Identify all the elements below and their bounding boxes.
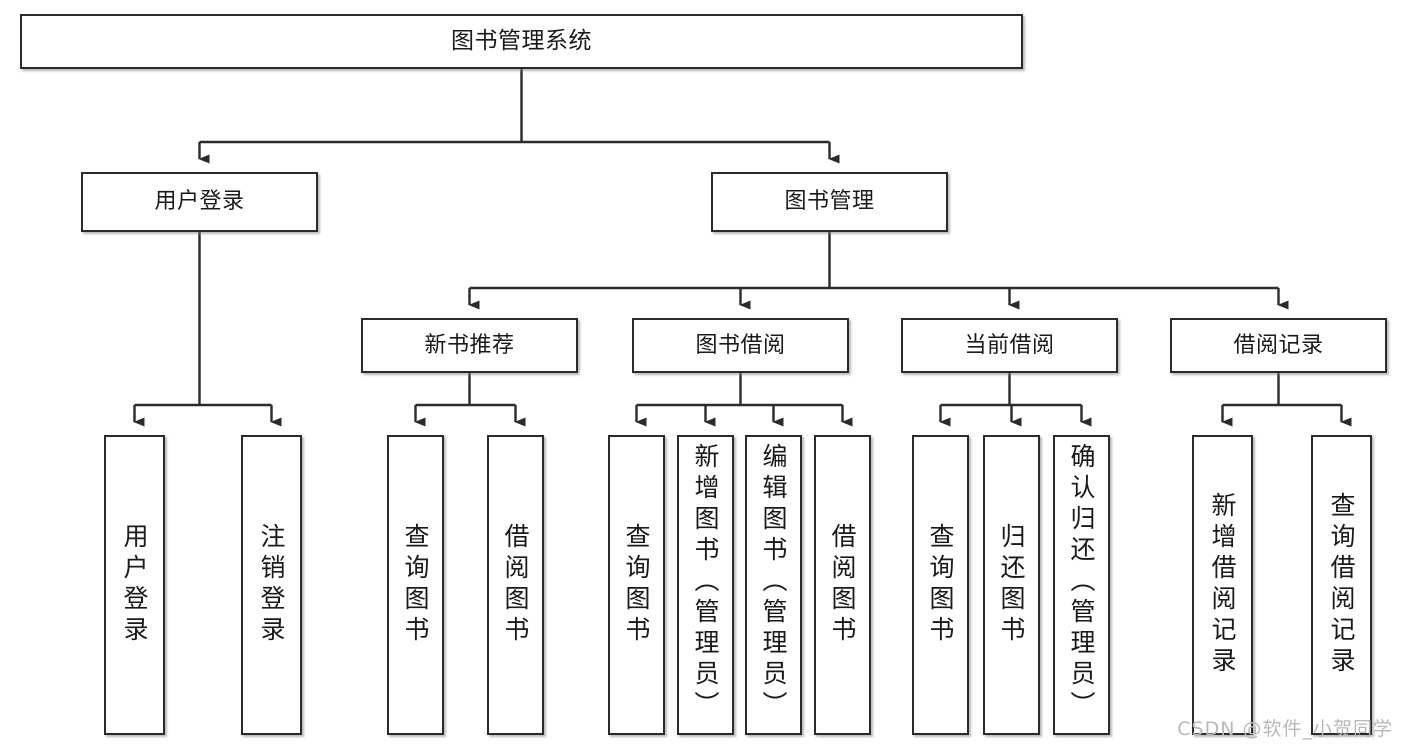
node-label: 用户登录 — [120, 523, 149, 647]
node-label: 查询图书 — [401, 523, 430, 647]
node-label: 归还图书 — [997, 523, 1026, 647]
leaf-records-query-record[interactable]: 查询借阅记录 — [1311, 435, 1372, 735]
leaf-current-return-book[interactable]: 归还图书 — [983, 435, 1040, 735]
leaf-borrow-borrow-book[interactable]: 借阅图书 — [814, 435, 871, 735]
node-user-login[interactable]: 用户登录 — [81, 172, 318, 232]
node-label: 用户登录 — [154, 189, 245, 215]
leaf-newbook-borrow-book[interactable]: 借阅图书 — [487, 435, 544, 735]
node-label: 图书借阅 — [695, 332, 786, 358]
leaf-borrow-add-book[interactable]: 新增图书（管理员） — [677, 435, 734, 735]
node-label: 图书管理系统 — [451, 27, 592, 54]
node-borrow-records[interactable]: 借阅记录 — [1170, 318, 1387, 373]
leaf-borrow-query-book[interactable]: 查询图书 — [608, 435, 665, 735]
leaf-current-confirm-return[interactable]: 确认归还（管理员） — [1053, 435, 1110, 735]
node-root-system[interactable]: 图书管理系统 — [20, 14, 1023, 69]
node-label: 注销登录 — [257, 523, 286, 647]
node-label: 新增图书（管理员） — [691, 443, 720, 722]
node-label: 编辑图书（管理员） — [759, 443, 788, 722]
node-label: 查询图书 — [926, 523, 955, 647]
node-label: 查询图书 — [622, 523, 651, 647]
node-current-borrow[interactable]: 当前借阅 — [901, 318, 1118, 373]
node-label: 借阅图书 — [501, 523, 530, 647]
leaf-user-logout[interactable]: 注销登录 — [241, 435, 302, 735]
leaf-records-add-record[interactable]: 新增借阅记录 — [1192, 435, 1253, 735]
csdn-watermark: CSDN @软件_小贺同学 — [1177, 718, 1393, 740]
node-book-borrow[interactable]: 图书借阅 — [632, 318, 849, 373]
leaf-current-query-book[interactable]: 查询图书 — [912, 435, 969, 735]
node-label: 查询借阅记录 — [1327, 492, 1356, 678]
node-label: 借阅图书 — [828, 523, 857, 647]
leaf-user-login[interactable]: 用户登录 — [104, 435, 165, 735]
node-label: 当前借阅 — [964, 332, 1055, 358]
node-new-book-recommend[interactable]: 新书推荐 — [361, 318, 578, 373]
leaf-newbook-query-book[interactable]: 查询图书 — [387, 435, 444, 735]
leaf-borrow-edit-book[interactable]: 编辑图书（管理员） — [745, 435, 802, 735]
node-label: 新增借阅记录 — [1208, 492, 1237, 678]
node-book-management[interactable]: 图书管理 — [711, 172, 948, 232]
node-label: 新书推荐 — [424, 332, 515, 358]
node-label: 图书管理 — [784, 189, 875, 215]
node-label: 确认归还（管理员） — [1067, 443, 1096, 722]
node-label: 借阅记录 — [1233, 332, 1324, 358]
